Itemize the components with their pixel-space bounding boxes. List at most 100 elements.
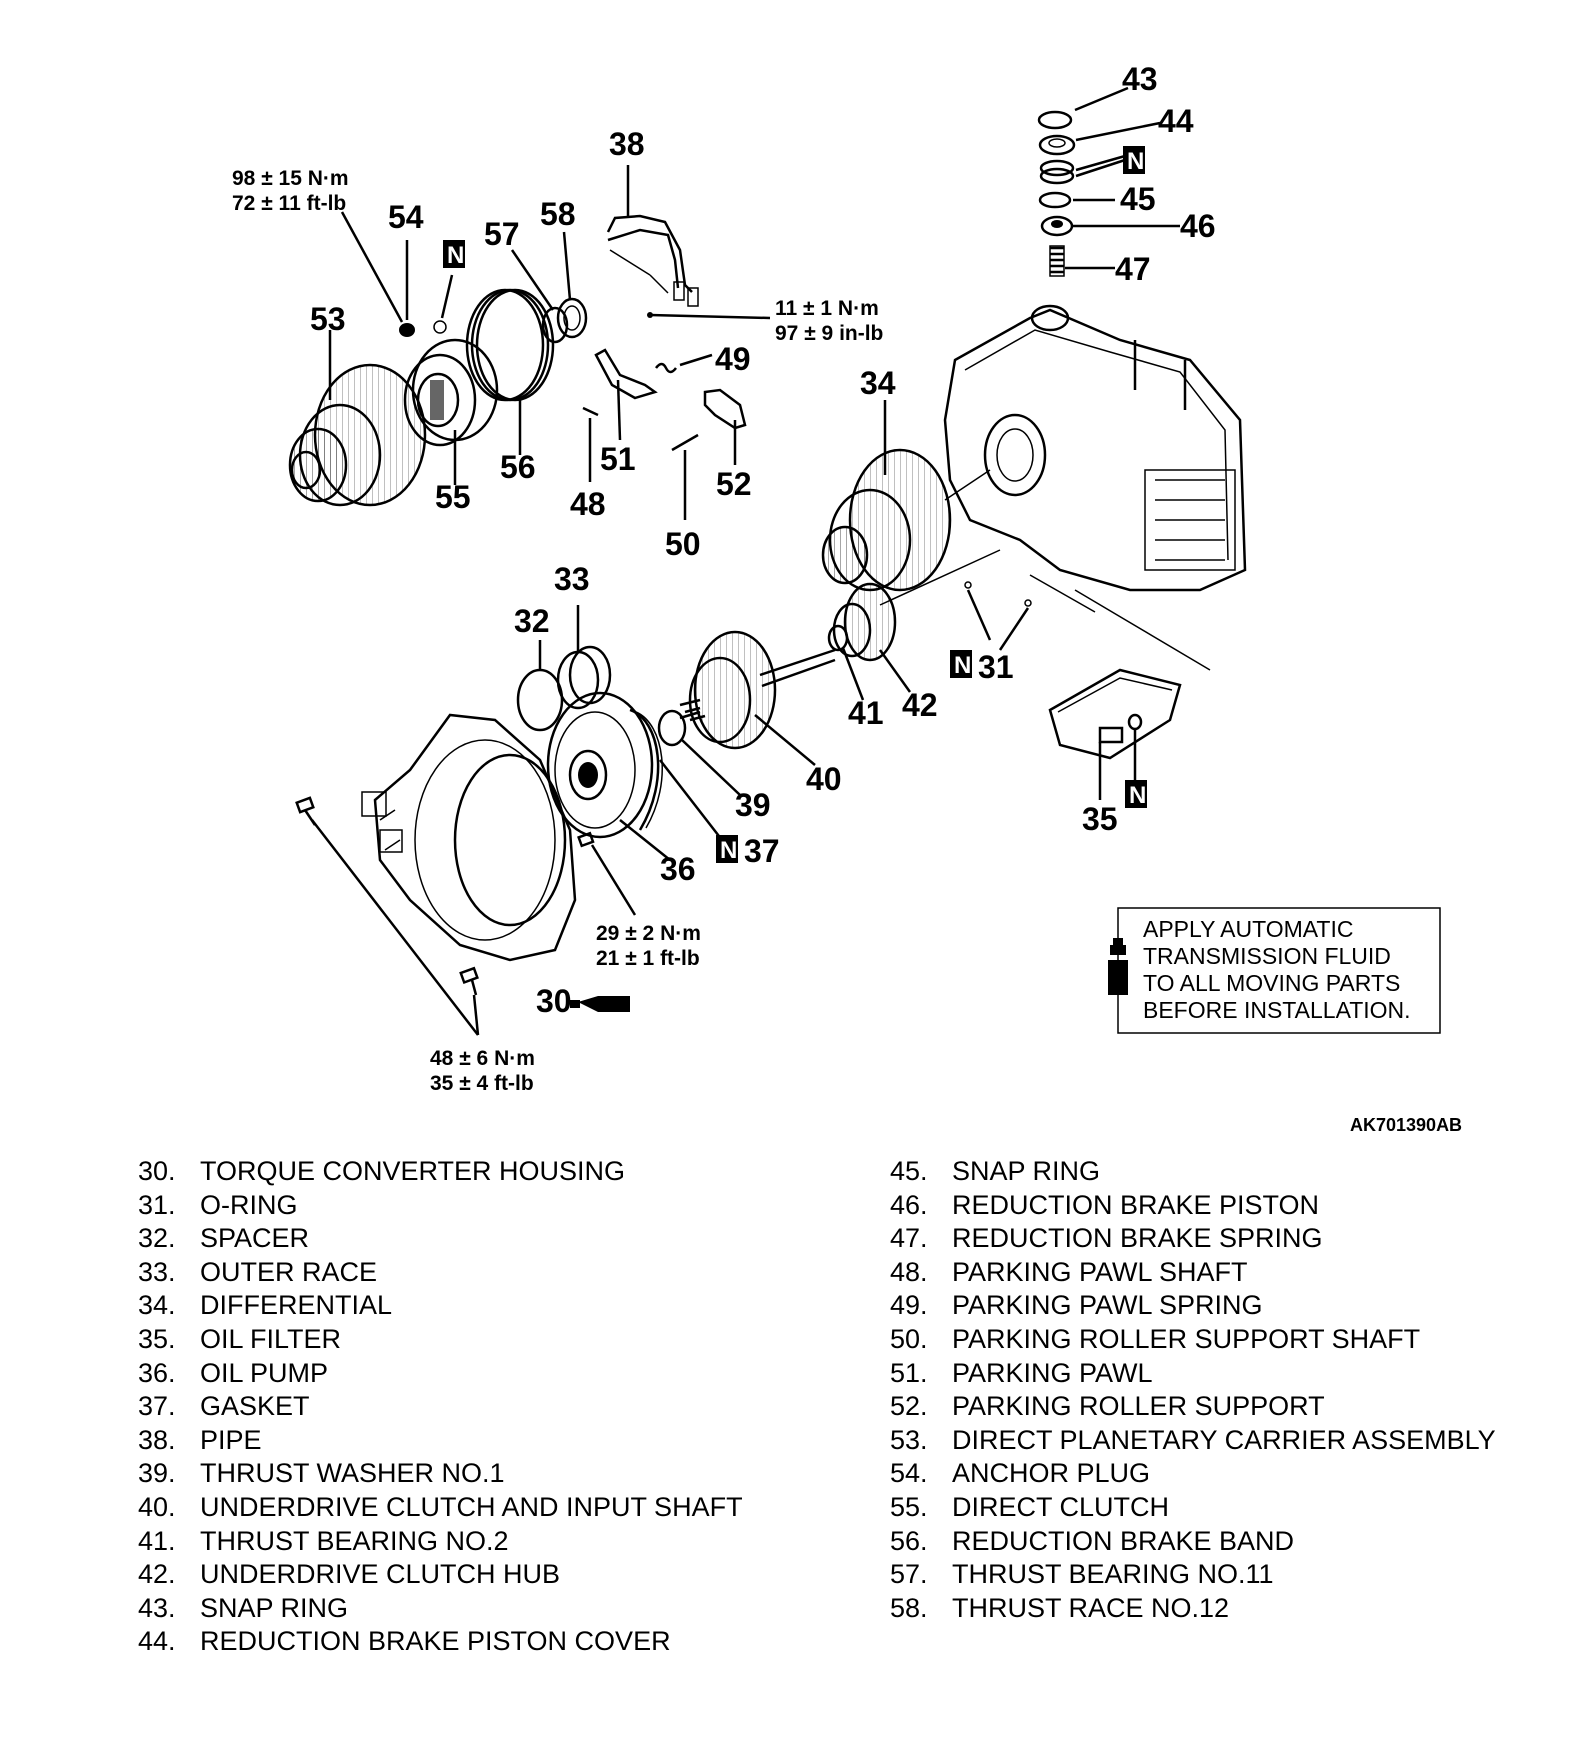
pipe-drawing xyxy=(606,214,699,307)
note-line-2: TRANSMISSION FLUID xyxy=(1143,943,1391,969)
legend-item-name: PARKING PAWL SHAFT xyxy=(952,1256,1248,1287)
callout-50: 50 xyxy=(665,526,701,562)
note-line-1: APPLY AUTOMATIC xyxy=(1143,916,1353,942)
legend-item-number: 35. xyxy=(138,1323,176,1354)
legend-item-name: TORQUE CONVERTER HOUSING xyxy=(200,1156,626,1186)
legend-item-number: 58. xyxy=(890,1592,928,1623)
new-part-mark: N xyxy=(716,835,738,864)
callout-46: 46 xyxy=(1180,208,1216,244)
legend-item: 50.PARKING ROLLER SUPPORT SHAFT xyxy=(890,1323,1530,1357)
callout-58: 58 xyxy=(540,196,576,232)
legend-item: 55.DIRECT CLUTCH xyxy=(890,1491,1530,1525)
legend-item-name: PARKING PAWL xyxy=(952,1357,1153,1388)
legend-item-name: UNDERDRIVE CLUTCH AND INPUT SHAFT xyxy=(200,1491,743,1522)
callout-47: 47 xyxy=(1115,251,1151,287)
legend-item: 36. OIL PUMP xyxy=(138,1357,758,1391)
fluid-bottle-icon xyxy=(1108,938,1128,995)
svg-text:N: N xyxy=(1129,782,1146,809)
legend-item-number: 48. xyxy=(890,1256,928,1287)
legend-item: 45.SNAP RING xyxy=(890,1155,1530,1189)
callout-36: 36 xyxy=(660,851,696,887)
legend-item: 51. PARKING PAWL xyxy=(890,1357,1530,1391)
legend-item: 34. DIFFERENTIAL xyxy=(138,1289,758,1323)
legend-item-number: 56. xyxy=(890,1525,928,1556)
legend-item-name: PIPE xyxy=(200,1424,262,1455)
legend-item: 42.UNDERDRIVE CLUTCH HUB xyxy=(138,1558,758,1592)
torque-housing-ftlb: 35 ± 4 ft-lb xyxy=(430,1072,534,1095)
legend-item-name: REDUCTION BRAKE BAND xyxy=(952,1525,1295,1556)
legend-item: 31.O-RING xyxy=(138,1189,758,1223)
legend-item-number: 41. xyxy=(138,1525,176,1556)
thrust-bearing-2-drawing xyxy=(827,624,849,652)
legend-item-number: 51. xyxy=(890,1357,928,1388)
legend-item-number: 30. xyxy=(138,1156,176,1186)
torque-oil-pump-ftlb: 21 ± 1 ft-lb xyxy=(596,947,700,970)
legend-item-number: 32. xyxy=(138,1223,176,1254)
callout-43: 43 xyxy=(1122,61,1158,97)
legend-item-name: PARKING ROLLER SUPPORT xyxy=(952,1391,1325,1422)
legend-item-name: REDUCTION BRAKE PISTON COVER xyxy=(200,1626,671,1657)
legend-item: 43.SNAP RING xyxy=(138,1592,758,1626)
legend-item: 41.THRUST BEARING NO.2 xyxy=(138,1525,758,1559)
new-part-mark: N xyxy=(950,650,972,679)
note-line-3: TO ALL MOVING PARTS xyxy=(1143,970,1400,996)
spacer-drawing xyxy=(516,668,564,732)
legend-item-number: 57. xyxy=(890,1559,928,1590)
callout-35: 35 xyxy=(1082,801,1118,837)
gasket-drawing xyxy=(629,708,663,831)
callout-55: 55 xyxy=(435,479,471,515)
callout-49: 49 xyxy=(715,341,751,377)
parking-roller-support-drawing xyxy=(703,388,747,430)
callout-45: 45 xyxy=(1120,181,1156,217)
underdrive-clutch-hub-drawing xyxy=(832,582,897,662)
callout-33: 33 xyxy=(554,561,590,597)
callout-48: 48 xyxy=(570,486,606,522)
legend-item: 38. PIPE xyxy=(138,1424,758,1458)
callout-39: 39 xyxy=(735,787,771,823)
legend-item: 32.SPACER xyxy=(138,1222,758,1256)
legend-item-name: OIL PUMP xyxy=(200,1357,329,1388)
legend-item-number: 39. xyxy=(138,1458,176,1489)
legend-item: 57.THRUST BEARING NO.11 xyxy=(890,1558,1530,1592)
callout-38: 38 xyxy=(609,126,645,162)
legend-item-name: ANCHOR PLUG xyxy=(952,1458,1151,1489)
callout-40: 40 xyxy=(806,761,842,797)
legend-item-number: 49. xyxy=(890,1290,928,1321)
reduction-brake-stack-drawing xyxy=(1037,110,1076,277)
legend-item-name: REDUCTION BRAKE SPRING xyxy=(952,1223,1323,1254)
legend-item: 49.PARKING PAWL SPRING xyxy=(890,1289,1530,1323)
legend-item-name: GASKET xyxy=(200,1391,310,1422)
torque-pipe-inlb: 97 ± 9 in-lb xyxy=(775,322,883,345)
legend-item: 58.THRUST RACE NO.12 xyxy=(890,1592,1530,1626)
legend-item-number: 43. xyxy=(138,1592,176,1623)
atf-note-box: APPLY AUTOMATIC TRANSMISSION FLUID TO AL… xyxy=(1108,907,1441,1034)
direct-clutch-drawing xyxy=(403,338,499,447)
legend-item-name: DIRECT CLUTCH xyxy=(952,1491,1170,1522)
new-part-mark: N xyxy=(443,240,465,269)
legend-item-name: OIL FILTER xyxy=(200,1323,342,1354)
legend-item-number: 36. xyxy=(138,1357,176,1388)
legend-item-number: 34. xyxy=(138,1290,176,1321)
torque-pipe-nm: 11 ± 1 N·m xyxy=(775,297,879,320)
housing-bolt-lower-drawing xyxy=(459,966,479,996)
parking-pawl-shaft-drawing xyxy=(582,406,599,417)
svg-text:N: N xyxy=(1127,148,1144,175)
legend-item-number: 40. xyxy=(138,1491,176,1522)
legend-item-name: DIFFERENTIAL xyxy=(200,1290,393,1321)
callout-51: 51 xyxy=(600,441,636,477)
legend-item-number: 38. xyxy=(138,1424,176,1455)
anchor-plug-drawing xyxy=(399,320,447,337)
callout-31: 31 xyxy=(978,649,1014,685)
torque-anchor-plug-ftlb: 72 ± 11 ft-lb xyxy=(232,192,346,215)
callout-30: 30 xyxy=(536,983,572,1019)
legend-item-name: SNAP RING xyxy=(952,1156,1101,1186)
legend-item: 47.REDUCTION BRAKE SPRING xyxy=(890,1222,1530,1256)
legend-item: 30. TORQUE CONVERTER HOUSING xyxy=(138,1155,758,1189)
differential-drawing xyxy=(821,448,952,592)
legend-item-name: O-RING xyxy=(200,1189,298,1220)
callout-44: 44 xyxy=(1158,103,1194,139)
svg-text:N: N xyxy=(447,242,464,269)
legend-item-number: 44. xyxy=(138,1626,176,1657)
legend-item-number: 50. xyxy=(890,1323,928,1354)
callout-41: 41 xyxy=(848,695,884,731)
